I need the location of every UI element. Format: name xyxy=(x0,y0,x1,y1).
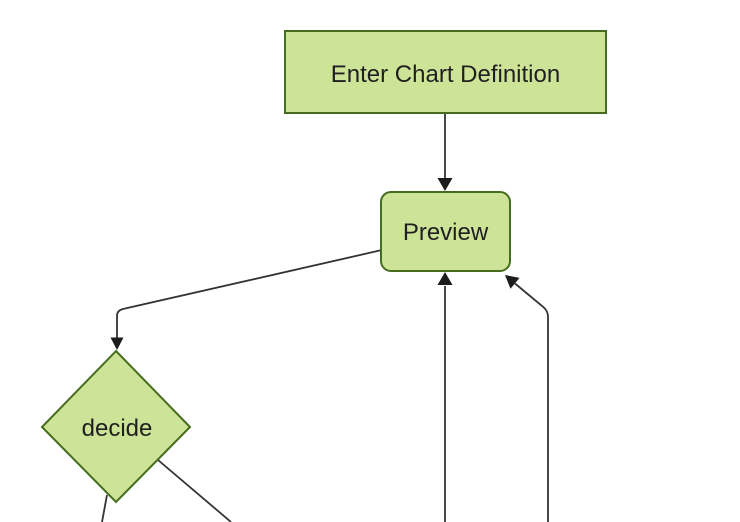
arrowhead-bottom-to-preview xyxy=(437,272,453,285)
node-decide xyxy=(40,349,192,504)
edge-bottom-right-to-preview xyxy=(514,282,549,522)
node-preview-label: Preview xyxy=(403,219,489,246)
arrowhead-preview-to-decide xyxy=(110,337,124,350)
node-enter-chart-definition-label: Enter Chart Definition xyxy=(331,61,560,88)
arrowhead-bottom-right-to-preview xyxy=(505,275,520,289)
edge-decide-to-offscreen-right xyxy=(157,459,232,522)
edge-preview-to-decide xyxy=(116,249,383,339)
node-decide-label: decide xyxy=(82,415,153,442)
node-enter-chart-definition xyxy=(284,30,607,114)
arrowhead-enter-to-preview xyxy=(437,178,453,191)
node-preview xyxy=(380,191,511,272)
edge-decide-to-offscreen-left xyxy=(101,494,108,522)
